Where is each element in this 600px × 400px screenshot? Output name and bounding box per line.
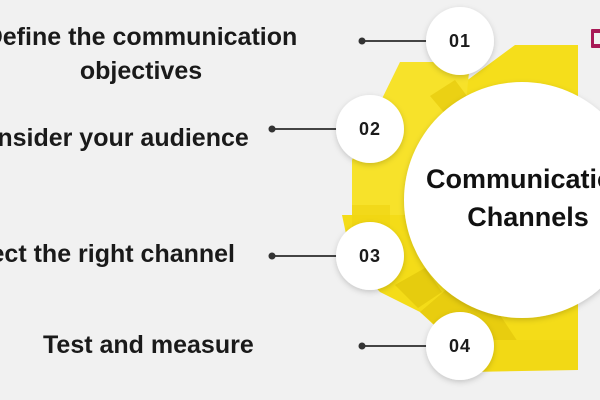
connector-1 <box>358 37 428 45</box>
center-circle <box>404 82 600 318</box>
step-3-label: Select the right channel <box>0 237 273 271</box>
connector-dot-icon <box>358 37 366 45</box>
connector-dot-icon <box>358 342 366 350</box>
ring-shade-bottom <box>395 268 442 308</box>
ring-shade-left <box>352 205 390 228</box>
step-3-number: 03 <box>358 246 382 266</box>
step-4-label-line1: Test and measure <box>43 331 254 359</box>
center-title-line1: Communication <box>425 164 600 194</box>
center-title-line2: Channels <box>467 202 589 232</box>
step-2-label-line1: Consider your audience <box>0 124 249 152</box>
badge-circle-4 <box>426 312 494 380</box>
brand-logo-icon <box>591 29 600 48</box>
connector-dot-icon <box>268 125 276 133</box>
step-1-label-line2: objectives <box>79 57 203 85</box>
connector-3 <box>268 252 338 260</box>
connector-4 <box>358 342 428 350</box>
badge-circle-1 <box>426 7 494 75</box>
connector-2 <box>268 125 338 133</box>
step-3-label-line1: Select the right channel <box>0 240 236 268</box>
badge-circle-3 <box>336 222 404 290</box>
step-1-number: 01 <box>448 31 472 51</box>
step-1-label: Define the communication objectives <box>0 20 326 88</box>
step-4-label: Test and measure <box>43 328 303 362</box>
step-2-number: 02 <box>358 119 382 139</box>
step-1-label-line1: Define the communication <box>0 23 298 51</box>
badge-circle-2 <box>336 95 404 163</box>
step-4-number: 04 <box>448 336 472 356</box>
center-title: Communication Channels <box>398 160 600 236</box>
connector-dot-icon <box>268 252 276 260</box>
step-2-label: Consider your audience <box>0 121 284 155</box>
